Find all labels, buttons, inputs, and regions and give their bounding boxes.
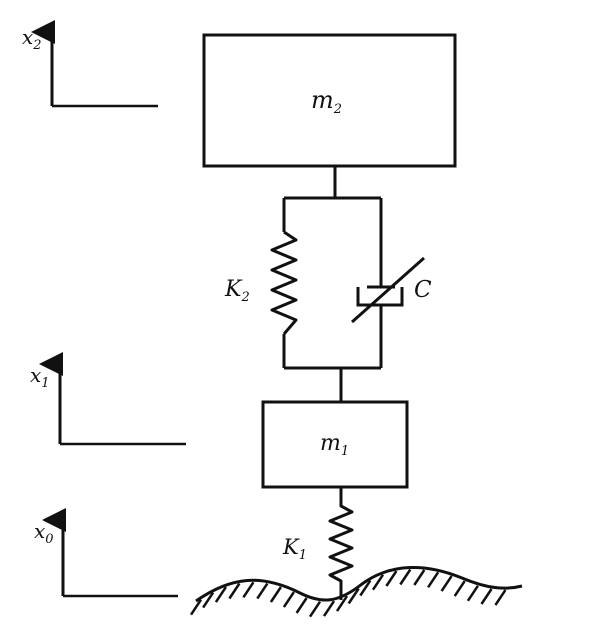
ground-hatch-icon [189,565,523,618]
svg-text:x1: x1 [30,363,50,391]
ground-hatch-mark [385,570,398,587]
displacement-axis-x1: x1 [30,352,186,446]
mass-m1-block [261,400,409,489]
ground-hatch-mark [440,575,453,592]
ground-hatch-mark [242,581,255,598]
damper-c-label: C [414,277,432,303]
spring-k1 [328,487,354,600]
spring-k2-subscript: 2 [240,290,249,305]
spring-k1-label: K [282,535,300,559]
mass-m2-subscript: 2 [333,102,342,117]
road-profile-curve [195,565,523,603]
ground-hatch-mark [256,582,269,600]
ground-hatch-mark [202,591,215,609]
svg-text:x2: x2 [22,25,42,53]
spring-k2-label: K [224,277,243,302]
x2-label: x [22,25,33,49]
ground-hatch-mark [347,587,360,605]
ground-hatch-mark [189,599,203,616]
suspension-frame [282,196,383,370]
mass-m1-subscript: 1 [341,444,349,459]
ground-hatch-mark [308,601,322,618]
ground-hatch-mark [494,589,507,606]
damper-c [351,256,425,324]
ground-hatch-mark [480,588,493,605]
displacement-axis-x0: x0 [34,508,178,598]
ground-hatch-mark [359,579,372,597]
x1-label: x [30,363,41,387]
ground-hatch-mark [453,580,466,597]
x0-subscript: 0 [45,532,53,547]
ground-hatch-mark [322,600,336,617]
ground-hatch-mark [295,597,308,614]
ground-hatch-mark [413,569,426,586]
svg-text:m1: m1 [320,431,349,459]
ground-hatch-mark [335,595,349,612]
ground-hatch-mark [282,591,295,608]
svg-text:K1: K1 [282,535,307,563]
mass-m2-block [202,33,457,168]
ground-hatch-mark [466,585,479,602]
displacement-axis-x2: x2 [22,20,158,108]
ground-hatch-mark [269,586,282,603]
ground-hatch-mark [427,571,440,588]
ground-hatch-mark [214,586,227,603]
svg-text:m2: m2 [311,86,342,117]
spring-k1-subscript: 1 [299,548,307,563]
ground-hatch-mark [228,582,241,600]
x2-subscript: 2 [32,38,41,53]
x0-label: x [34,519,45,543]
mass-m1-label: m [320,431,341,456]
svg-text:K2: K2 [224,277,250,305]
mass-m2-label: m [311,86,334,114]
x1-subscript: 1 [41,376,49,391]
ground-hatch-mark [371,574,385,591]
spring-k2 [270,230,298,335]
svg-text:x0: x0 [34,519,54,547]
ground-hatch-mark [399,568,412,586]
